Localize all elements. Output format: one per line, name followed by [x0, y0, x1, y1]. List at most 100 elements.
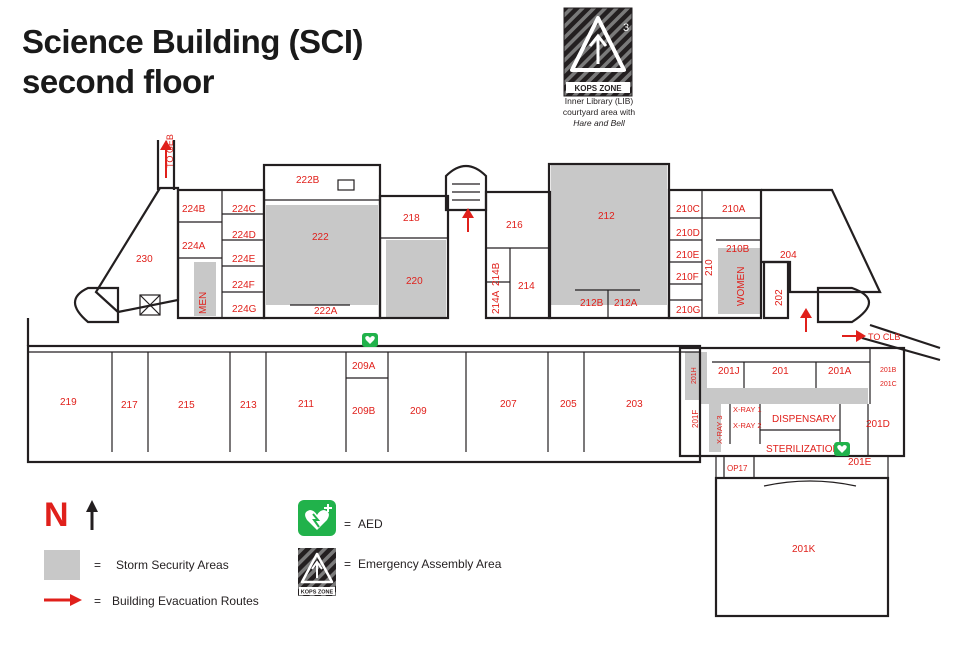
storm-security-areas: [194, 165, 868, 452]
room-women: WOMEN: [736, 267, 747, 306]
room-201a: 201A: [828, 366, 852, 377]
room-201e: 201E: [848, 457, 872, 468]
legend-aed-label: AED: [358, 517, 383, 531]
room-220: 220: [406, 276, 423, 287]
room-201: 201: [772, 366, 789, 377]
room-dispensary: DISPENSARY: [772, 414, 837, 425]
room-224g: 224G: [232, 304, 257, 315]
room-224c: 224C: [232, 204, 256, 215]
legend-evacuation-label: Building Evacuation Routes: [112, 594, 259, 608]
assembly-zone-note-line3: Hare and Bell: [573, 118, 625, 128]
room-214a: 214A: [491, 290, 502, 314]
room-210d: 210D: [676, 228, 700, 239]
room-224d: 224D: [232, 230, 256, 241]
arrow-to-geb: TO GEB: [160, 134, 175, 178]
storm-area-212: [551, 165, 667, 305]
room-222: 222: [312, 232, 329, 243]
storm-area-men: [194, 262, 216, 316]
room-201b: 201B: [880, 367, 897, 374]
room-211: 211: [298, 399, 314, 410]
storm-area-corridor-201: [700, 388, 868, 404]
room-201c: 201C: [880, 381, 897, 388]
room-212b: 212B: [580, 298, 604, 309]
to-clb-label: TO CLB: [868, 332, 900, 342]
room-xray-2: X-RAY 2: [733, 421, 761, 430]
evacuation-routes: TO GEB TO CLB: [160, 134, 900, 342]
room-230: 230: [136, 254, 153, 265]
room-212a: 212A: [614, 298, 638, 309]
assembly-zone-icon: 3 KOPS ZONE: [563, 7, 633, 97]
room-labels: 230 224B 224C 224A 224D 224E 224F 224G M…: [60, 175, 897, 555]
room-212: 212: [598, 211, 615, 222]
room-217: 217: [121, 400, 138, 411]
map-title-line2: second floor: [22, 63, 215, 100]
room-202: 202: [774, 289, 785, 306]
legend-storm-label: Storm Security Areas: [116, 558, 229, 572]
assembly-zone-note: Inner Library (LIB) courtyard area with …: [536, 96, 662, 129]
map-title: Science Building (SCI) second floor: [22, 22, 364, 102]
arrow-to-clb: TO CLB: [842, 330, 900, 342]
map-title-line1: Science Building (SCI): [22, 23, 364, 60]
room-men: MEN: [198, 292, 209, 314]
room-207: 207: [500, 399, 517, 410]
room-209: 209: [410, 406, 427, 417]
room-210g: 210G: [676, 305, 701, 316]
room-209b: 209B: [352, 406, 376, 417]
room-210: 210: [704, 259, 715, 276]
assembly-legend-icon: KOPS ZONE: [298, 548, 336, 596]
assembly-zone-badge-text: KOPS ZONE: [574, 84, 622, 93]
north-label: N: [44, 496, 69, 534]
room-222a: 222A: [314, 306, 338, 317]
to-geb-label: TO GEB: [165, 134, 175, 168]
room-204: 204: [780, 250, 797, 261]
assembly-zone-number: 3: [623, 22, 629, 34]
room-213: 213: [240, 400, 257, 411]
room-215: 215: [178, 400, 195, 411]
room-209a: 209A: [352, 361, 376, 372]
storm-area-220: [386, 240, 446, 318]
assembly-zone-note-line1: Inner Library (LIB): [564, 96, 634, 106]
room-210b: 210B: [726, 244, 750, 255]
room-201f: 201F: [691, 410, 700, 428]
aed-icon: [362, 333, 378, 347]
room-210c: 210C: [676, 204, 700, 215]
room-224e: 224E: [232, 254, 256, 265]
legend-equals-storm: =: [94, 558, 102, 572]
storm-swatch: [44, 550, 80, 580]
room-201h: 201H: [691, 367, 698, 384]
room-216: 216: [506, 220, 523, 231]
legend-equals-evacuation: =: [94, 594, 102, 608]
assembly-legend-badge-text: KOPS ZONE: [301, 590, 334, 596]
room-203: 203: [626, 399, 643, 410]
room-214: 214: [518, 281, 535, 292]
storm-area-xray: [709, 404, 721, 452]
room-201d: 201D: [866, 419, 890, 430]
room-219: 219: [60, 397, 77, 408]
legend-equals-aed: =: [344, 517, 352, 531]
upper-wing: [73, 140, 941, 362]
room-201j: 201J: [718, 366, 740, 377]
assembly-zone-note-line2: courtyard area with: [562, 107, 636, 117]
clinic-wing: [678, 346, 906, 618]
room-sterilization: STERILIZATION: [766, 444, 840, 455]
evacuation-arrow-icon: [44, 594, 82, 606]
north-arrow-icon: [86, 500, 98, 530]
legend-equals-assembly: =: [344, 557, 352, 571]
aed-legend-icon: [298, 500, 336, 536]
room-224f: 224F: [232, 280, 255, 291]
room-xray-1: X-RAY 1: [733, 405, 761, 414]
room-224a: 224A: [182, 241, 206, 252]
room-205: 205: [560, 399, 577, 410]
storm-area-222: [266, 205, 378, 305]
legend-assembly-label: Emergency Assembly Area: [358, 557, 502, 571]
storm-area-women: [718, 248, 760, 314]
room-xray-3: X-RAY 3: [715, 416, 724, 444]
room-210e: 210E: [676, 250, 700, 261]
room-222b: 222B: [296, 175, 320, 186]
arrow-202: [800, 308, 812, 332]
room-201k: 201K: [792, 544, 816, 555]
arrow-stair: [462, 208, 474, 232]
legend: KOPS ZONE: [44, 500, 336, 606]
aed-icon: [834, 442, 850, 456]
